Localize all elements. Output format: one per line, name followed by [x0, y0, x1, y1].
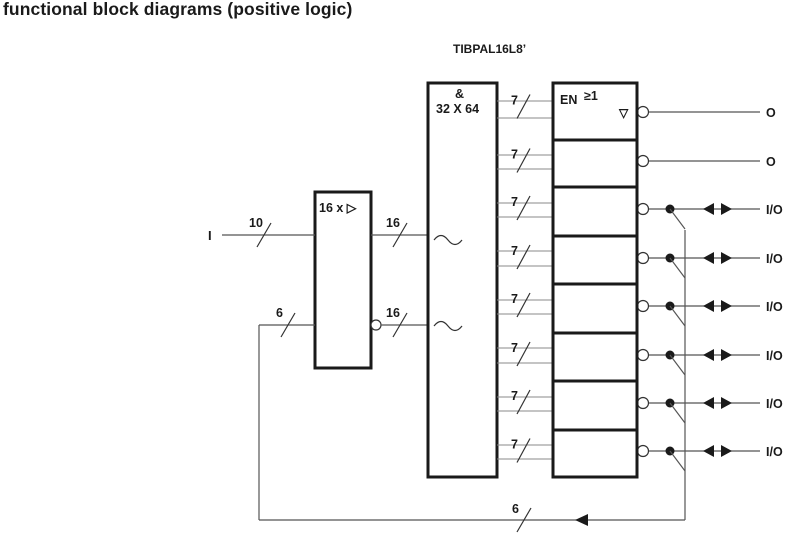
- bus-slash-icon: [516, 94, 531, 119]
- bus-slash-icon: [256, 222, 272, 248]
- input-buffer-block: 16 x ▷: [313, 190, 373, 370]
- inverter-bubble-icon: [636, 251, 650, 265]
- product-term-width: 7: [511, 292, 518, 306]
- inverter-bubble-icon: [636, 396, 650, 410]
- output-pin-label: I/O: [766, 349, 783, 363]
- arrow-right-icon: [721, 203, 732, 215]
- arrow-left-icon: [703, 252, 714, 264]
- inverter-bubble-icon: [636, 299, 650, 313]
- bus-slash-icon: [516, 507, 532, 533]
- complement-output-width: 16: [386, 306, 400, 320]
- input-buffer-label: 16 x ▷: [319, 201, 358, 215]
- product-term-width: 7: [511, 195, 518, 209]
- bus-slash-icon: [516, 148, 531, 173]
- inverter-bubble-icon: [636, 105, 650, 119]
- bus-slash-icon: [516, 292, 531, 318]
- arrow-left-icon: [703, 397, 714, 409]
- device-name: TIBPAL16L8’: [453, 42, 527, 56]
- output-pin-label: I/O: [766, 252, 783, 266]
- bus-slash-icon: [516, 341, 531, 367]
- page-title: functional block diagrams (positive logi…: [3, 0, 353, 19]
- bus-slash-icon: [280, 312, 296, 338]
- output-row: 7I/O: [497, 428, 783, 472]
- and-array-block: & 32 X 64: [426, 81, 499, 479]
- or-symbol: ≥1: [584, 89, 598, 103]
- arrow-right-icon: [721, 445, 732, 457]
- output-pin-label: O: [766, 155, 776, 169]
- product-term-width: 7: [511, 148, 518, 162]
- bus-slash-icon: [516, 195, 531, 221]
- feedback-input-width: 6: [276, 306, 283, 320]
- enable-label: EN: [560, 93, 577, 107]
- inverter-bubble-icon: [636, 154, 650, 168]
- output-row: 7I/O: [497, 379, 783, 424]
- or-array-block: EN ≥1 ▽: [551, 81, 639, 479]
- arrow-left-icon: [703, 203, 714, 215]
- output-row: 7I/O: [497, 282, 783, 327]
- and-symbol: &: [455, 87, 464, 101]
- product-term-width: 7: [511, 244, 518, 258]
- output-pin-label: I/O: [766, 203, 783, 217]
- bus-slash-icon: [516, 438, 531, 463]
- output-pin-label: I/O: [766, 397, 783, 411]
- input-label: I: [208, 228, 212, 243]
- output-pin-label: O: [766, 106, 776, 120]
- arrow-left-icon: [703, 300, 714, 312]
- output-row: 7O: [497, 138, 776, 173]
- arrow-left-icon: [703, 445, 714, 457]
- tilde-icon: [433, 234, 463, 246]
- output-pin-label: I/O: [766, 445, 783, 459]
- input-line: I 10: [208, 216, 315, 248]
- product-term-width: 7: [511, 389, 518, 403]
- bus-slash-icon: [392, 312, 408, 338]
- buffer-complement-output: 16: [370, 306, 427, 338]
- bus-slash-icon: [392, 222, 408, 248]
- tristate-icon: ▽: [618, 106, 629, 120]
- input-bus-width: 10: [249, 216, 263, 230]
- tilde-icon: [433, 320, 463, 332]
- output-row: 7I/O: [497, 234, 783, 279]
- feedback-bus: 6: [259, 230, 686, 533]
- bus-slash-icon: [516, 389, 531, 415]
- feedback-bus-width: 6: [512, 502, 519, 516]
- inverter-bubble-icon: [636, 348, 650, 362]
- product-term-width: 7: [511, 94, 518, 108]
- arrow-left-icon: [575, 514, 588, 526]
- arrow-right-icon: [721, 349, 732, 361]
- arrow-right-icon: [721, 300, 732, 312]
- feedback-input-line: 6: [258, 306, 315, 520]
- product-term-width: 7: [511, 341, 518, 355]
- product-term-width: 7: [511, 438, 518, 452]
- inverter-bubble-icon: [636, 202, 650, 216]
- inverter-bubble-icon: [370, 319, 382, 331]
- true-output-width: 16: [386, 216, 400, 230]
- inverter-bubble-icon: [636, 444, 650, 458]
- and-array-size: 32 X 64: [436, 102, 479, 116]
- output-row: 7I/O: [497, 185, 783, 230]
- arrow-left-icon: [703, 349, 714, 361]
- output-pin-label: I/O: [766, 300, 783, 314]
- arrow-right-icon: [721, 397, 732, 409]
- buffer-true-output: 16: [371, 216, 427, 248]
- bus-slash-icon: [516, 244, 531, 270]
- output-row: 7I/O: [497, 331, 783, 376]
- arrow-right-icon: [721, 252, 732, 264]
